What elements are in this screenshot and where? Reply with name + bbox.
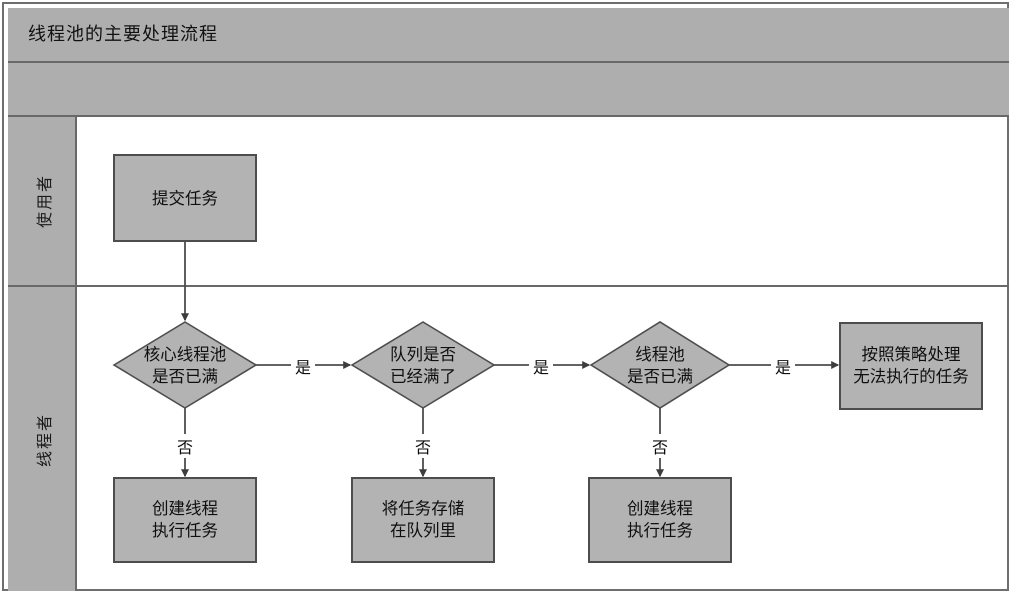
- box-create-thread-2: [588, 477, 732, 563]
- edge-label-no-2: 否: [410, 434, 436, 458]
- label-store-in-queue: 将任务存储 在队列里: [381, 499, 465, 540]
- label-submit-task: 提交任务: [152, 189, 218, 208]
- title-bar: 线程池的主要处理流程: [8, 8, 1009, 63]
- label-create-thread-1: 创建线程 执行任务: [152, 499, 218, 540]
- lane-divider: [8, 285, 1009, 287]
- edge-label-no-1: 否: [172, 434, 198, 458]
- label-core-pool-full: 核心线程池 是否已满: [143, 345, 227, 386]
- box-create-thread-1: [113, 477, 257, 563]
- edge-label-yes-2: 是: [528, 354, 554, 378]
- edge-label-no-3: 否: [647, 434, 673, 458]
- lane-label-column: [8, 117, 77, 591]
- diagram-title: 线程池的主要处理流程: [28, 24, 218, 44]
- box-submit-task: [113, 154, 257, 242]
- label-reject-policy: 按照策略处理 无法执行的任务: [853, 345, 969, 386]
- edge-label-yes-1: 是: [290, 354, 316, 378]
- label-create-thread-2: 创建线程 执行任务: [627, 499, 693, 540]
- box-reject-policy: [839, 322, 983, 410]
- empty-header-bar: [8, 63, 1009, 117]
- edge-label-yes-3: 是: [770, 354, 796, 378]
- label-pool-full: 线程池 是否已满: [627, 345, 693, 386]
- box-store-in-queue: [351, 477, 495, 563]
- label-queue-full: 队列是否 已经满了: [390, 345, 456, 386]
